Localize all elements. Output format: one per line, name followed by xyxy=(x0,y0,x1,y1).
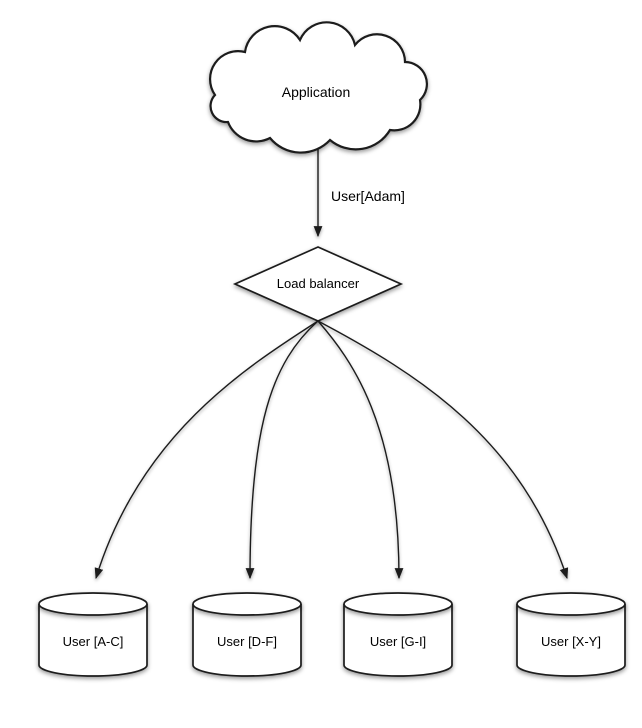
cylinder-body xyxy=(343,604,453,677)
shard-node-gi: User [G-I] xyxy=(343,592,453,677)
cylinder-body xyxy=(192,604,302,677)
cylinder-top xyxy=(343,592,453,616)
shard-node-xy: User [X-Y] xyxy=(516,592,626,677)
cylinder-top xyxy=(516,592,626,616)
cloud-shape xyxy=(208,21,428,154)
shard-label-xy: User [X-Y] xyxy=(541,634,601,649)
cylinder-body xyxy=(38,604,148,677)
edge-lb-to-shard-gi xyxy=(317,320,404,580)
edge-label-user-adam: User[Adam] xyxy=(331,188,405,204)
shard-label-gi: User [G-I] xyxy=(370,634,426,649)
application-cloud-node: Application xyxy=(208,21,428,154)
cylinder-top xyxy=(38,592,148,616)
application-label: Application xyxy=(282,84,351,100)
load-balancer-node: Load balancer xyxy=(232,246,404,322)
edge-lb-to-shard-df xyxy=(245,320,319,580)
shard-node-df: User [D-F] xyxy=(192,592,302,677)
edge-lb-to-shard-ac xyxy=(94,320,319,580)
edge-lb-to-shard-xy xyxy=(317,320,569,580)
cylinder-top xyxy=(192,592,302,616)
load-balancer-label: Load balancer xyxy=(277,276,360,291)
shard-node-ac: User [A-C] xyxy=(38,592,148,677)
shard-label-ac: User [A-C] xyxy=(63,634,124,649)
cylinder-body xyxy=(516,604,626,677)
shard-label-df: User [D-F] xyxy=(217,634,277,649)
